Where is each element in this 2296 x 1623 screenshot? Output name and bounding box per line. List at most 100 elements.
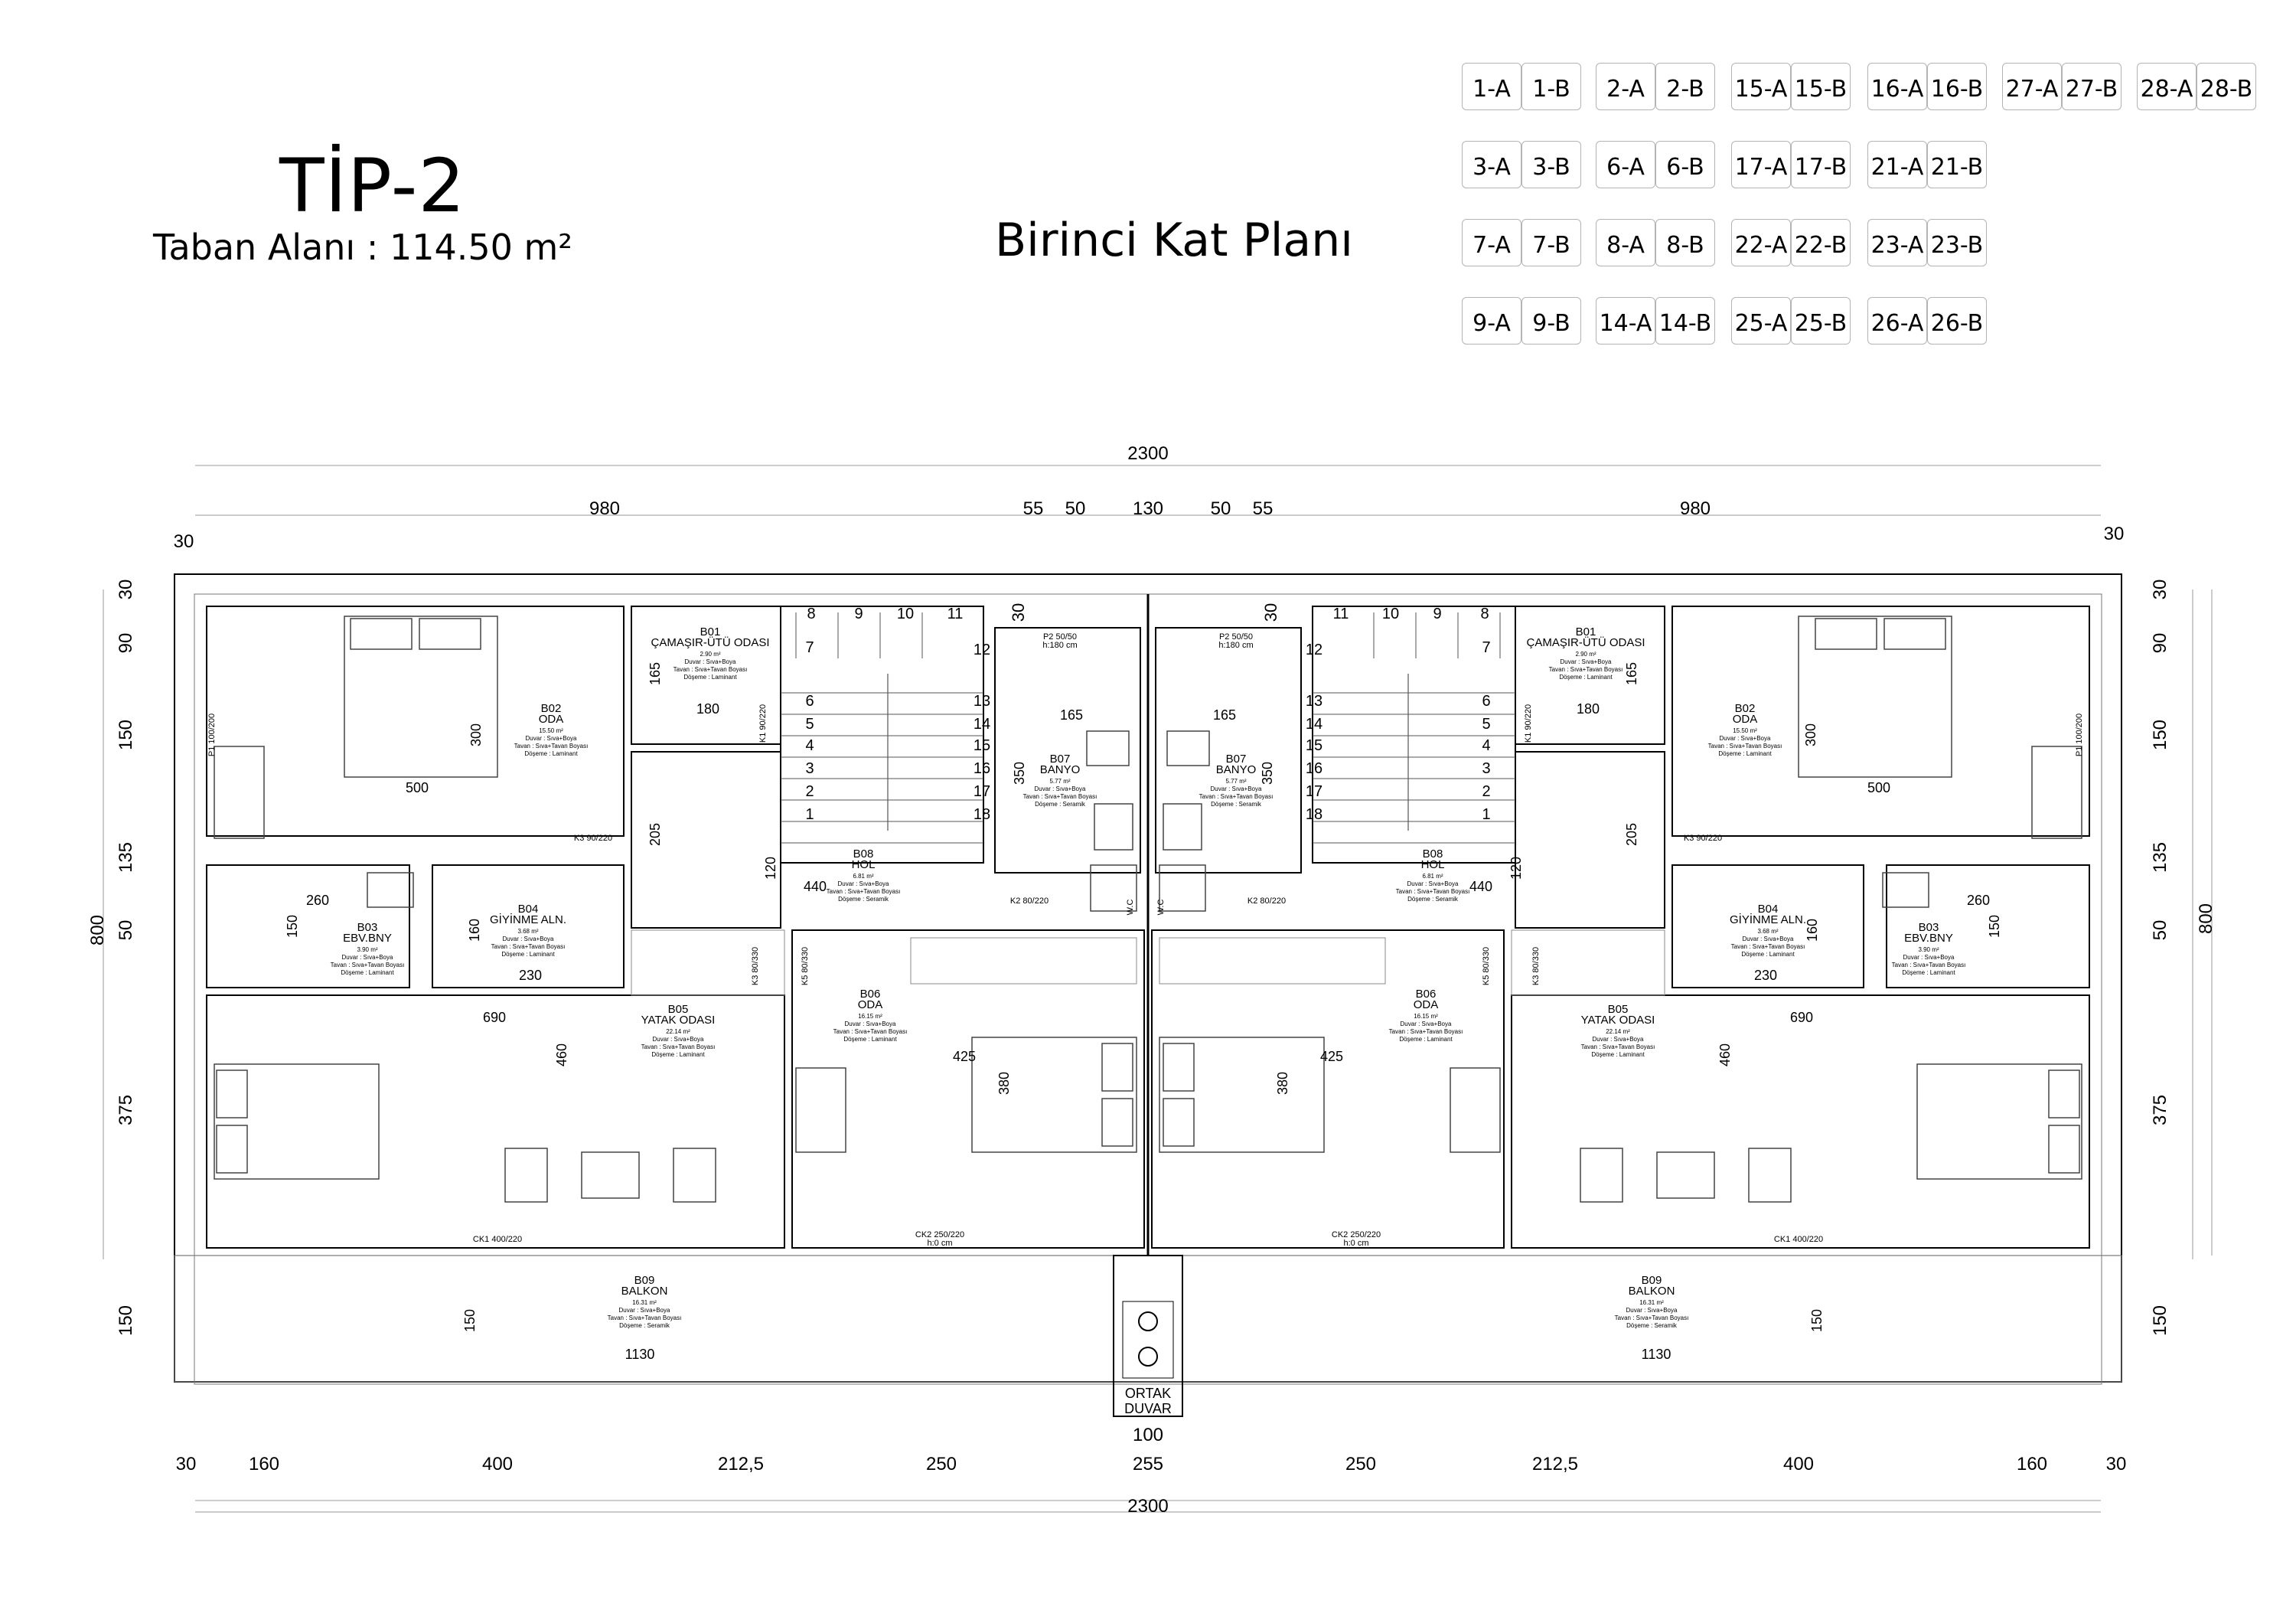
room-area: 5.77 m² (1049, 778, 1070, 785)
room-spec: Tavan : Sıva+Tavan Boyası (491, 943, 566, 950)
room-hol-wall (1515, 751, 1665, 929)
room-spec: Duvar : Sıva+Boya (1401, 1020, 1452, 1027)
stair-number: 16 (1306, 760, 1322, 777)
room-giyinme-wall (432, 864, 625, 988)
opening-label: K3 90/220 (1684, 834, 1722, 843)
room-dimension: 1130 (1642, 1347, 1671, 1362)
unit-label: 14-B (1658, 310, 1712, 337)
bed-oda2 (971, 1037, 1137, 1153)
stair-number: 17 (1306, 783, 1322, 800)
room-spec: Döşeme : Seramik (1407, 896, 1459, 903)
room-spec: Tavan : Sıva+Tavan Boyası (827, 888, 901, 895)
room-spec: Tavan : Sıva+Tavan Boyası (1708, 743, 1782, 749)
room-dimension: 500 (406, 780, 429, 795)
room-code: B08 (853, 847, 874, 860)
room-banyo-wall (1155, 627, 1302, 874)
room-spec: Duvar : Sıva+Boya (526, 735, 577, 742)
room-yatak-wall (206, 994, 785, 1249)
pillow (1815, 618, 1877, 650)
room-code: B03 (1919, 921, 1939, 934)
room-spec: Tavan : Sıva+Tavan Boyası (833, 1028, 908, 1035)
stair-number: 2 (1482, 783, 1490, 800)
dim-right-seg: 50 (2150, 920, 2170, 941)
corridor-wall (1159, 937, 1386, 985)
unit-cell: 8-A (1596, 219, 1655, 266)
unit-cell: 1-A (1462, 63, 1521, 110)
room-name: BANYO (1040, 763, 1081, 776)
corridor-wall (910, 937, 1137, 985)
room-code: B07 (1050, 753, 1071, 766)
opening-label: CK1 400/220 (1774, 1235, 1823, 1244)
room-code: B08 (1423, 847, 1443, 860)
stair-number: 9 (1433, 606, 1441, 622)
room-spec: Duvar : Sıva+Boya (619, 1307, 670, 1314)
stair-number: 7 (805, 639, 814, 656)
dim-bottom-seg: 30 (2106, 1454, 2127, 1474)
stair-number: 11 (947, 606, 964, 622)
dim-edge: 30 (174, 531, 194, 552)
stair-number: 16 (974, 760, 990, 777)
room-name: ODA (1733, 713, 1758, 726)
pillow (1101, 1043, 1133, 1092)
dim-left-seg: 375 (116, 1095, 136, 1125)
stair-number: 14 (1306, 716, 1322, 733)
room-code: B06 (1416, 988, 1437, 1001)
dim-bottom-seg: 400 (1783, 1454, 1814, 1474)
unit-label: 22-A (1734, 232, 1788, 259)
room-spec: Tavan : Sıva+Tavan Boyası (1615, 1314, 1689, 1321)
room-spec: Duvar : Sıva+Boya (342, 954, 393, 961)
room-spec: Duvar : Sıva+Boya (1593, 1036, 1644, 1043)
room-dimension: 205 (1624, 823, 1639, 846)
stair-number: 14 (974, 716, 990, 733)
room-code: B07 (1226, 753, 1247, 766)
dim-top-seg: 980 (589, 498, 620, 519)
room-dimension: 440 (804, 879, 827, 894)
unit-cell: 7-B (1521, 219, 1581, 266)
unit-cell: 27-B (2062, 63, 2122, 110)
stair-number: 4 (805, 737, 814, 754)
room-name: ODA (539, 713, 564, 726)
room-giyinme-wall (1671, 864, 1864, 988)
opening-label: h:180 cm (1042, 641, 1077, 650)
unit-label: 7-B (1532, 232, 1570, 259)
room-spec: Tavan : Sıva+Tavan Boyası (1731, 943, 1805, 950)
stair-number: 13 (1306, 693, 1322, 710)
unit-cell: 6-B (1655, 141, 1715, 188)
opening-label: K2 80/220 (1010, 896, 1049, 906)
room-dimension: 150 (285, 915, 300, 938)
unit-label: 15-A (1734, 76, 1788, 103)
stair-number: 1 (805, 806, 814, 823)
room-area: 3.90 m² (1918, 946, 1939, 953)
pillow (216, 1125, 248, 1174)
unit-label: 15-B (1794, 76, 1848, 103)
unit-cell: 23-A (1867, 219, 1927, 266)
dim-overall-bottom: 2300 (1127, 1496, 1168, 1517)
unit-cell: 21-A (1867, 141, 1927, 188)
bed-yatak (1916, 1063, 2082, 1180)
room-area: 3.68 m² (517, 928, 538, 935)
room-name: GİYİNME ALN. (490, 913, 566, 926)
room-spec: Tavan : Sıva+Tavan Boyası (1396, 888, 1470, 895)
unit-label: 27-B (2065, 76, 2118, 103)
room-spec: Duvar : Sıva+Boya (1903, 954, 1955, 961)
room-spec: Döşeme : Laminant (843, 1036, 897, 1043)
unit-label: 8-B (1666, 232, 1704, 259)
stair-number: 10 (897, 606, 914, 622)
unit-label: 3-B (1532, 154, 1570, 181)
coffee-table (581, 1151, 640, 1199)
room-spec: Tavan : Sıva+Tavan Boyası (673, 666, 748, 673)
room-spec: Döşeme : Laminant (1399, 1036, 1453, 1043)
stair-wall (1312, 606, 1516, 864)
room-dimension: 1130 (625, 1347, 655, 1362)
unit-label: 25-B (1794, 310, 1848, 337)
unit-cell: 28-B (2197, 63, 2256, 110)
room-name: BALKON (621, 1285, 668, 1298)
pillow (419, 618, 481, 650)
stair-number: 1 (1482, 806, 1490, 823)
toilet (1086, 730, 1130, 766)
room-dimension: 165 (1213, 707, 1236, 723)
room-dimension: 260 (1967, 893, 1990, 908)
dim-right-seg: 150 (2150, 1305, 2170, 1336)
dim-bottom-seg: 160 (2017, 1454, 2047, 1474)
room-spec: Tavan : Sıva+Tavan Boyası (1199, 793, 1274, 800)
